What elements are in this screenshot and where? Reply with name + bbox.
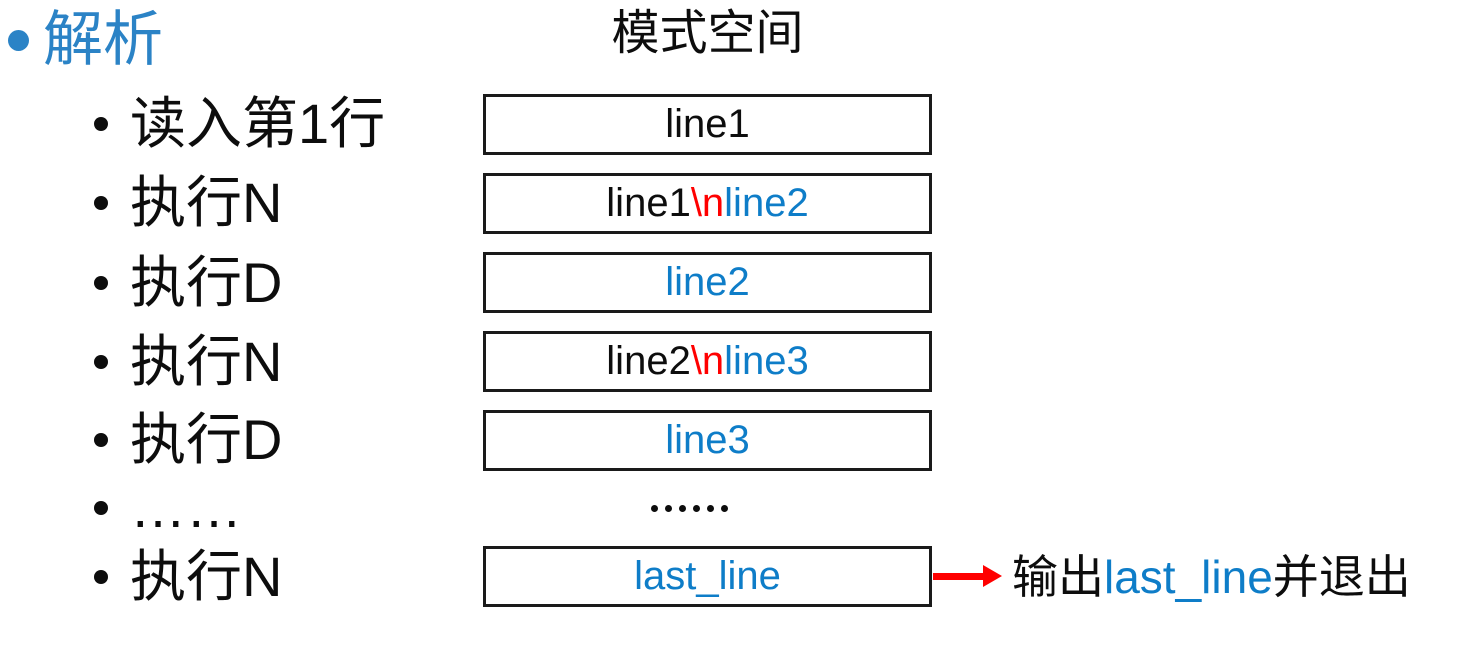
pattern-space-box-line3: line3 — [483, 410, 932, 471]
step-item-exec-n-2: 执行N — [94, 327, 282, 397]
output-note-suffix: 并退出 — [1272, 551, 1411, 603]
step-item-exec-n-1: 执行N — [94, 168, 282, 238]
ellipsis-dot-icon — [693, 505, 700, 512]
bullet-icon — [94, 276, 108, 290]
box-text-segment: \n — [690, 339, 725, 383]
box-text-segment: line1 — [665, 102, 750, 146]
bullet-icon — [94, 355, 108, 369]
box-text-segment: line2 — [665, 260, 750, 304]
pattern-space-header: 模式空间 — [611, 7, 804, 60]
step-item-read-line1: 读入第1行 — [94, 89, 385, 159]
bullet-icon — [94, 433, 108, 447]
ellipsis-dot-icon — [665, 505, 672, 512]
pattern-space-box-line2: line2 — [483, 252, 932, 313]
step-label: 执行N — [130, 171, 283, 235]
pattern-space-box-line1: line1 — [483, 94, 932, 155]
box-text-segment: \n — [690, 181, 725, 225]
bullet-icon — [94, 501, 108, 515]
box-text-segment: line2 — [606, 339, 691, 383]
pattern-space-box-last-line: last_line — [483, 546, 932, 607]
bullet-icon — [94, 196, 108, 210]
slide-title-row: 解析 — [8, 4, 163, 76]
step-item-exec-n-last: 执行N — [94, 542, 282, 612]
bullet-icon — [94, 117, 108, 131]
box-text-segment: line3 — [665, 418, 750, 462]
step-label: 执行D — [130, 408, 283, 472]
step-label: 读入第1行 — [130, 92, 386, 156]
box-text-segment: line3 — [724, 339, 809, 383]
arrow-head — [983, 565, 1002, 587]
ellipsis-dot-icon — [707, 505, 714, 512]
box-text-segment: line2 — [724, 181, 809, 225]
step-label: 执行N — [130, 330, 283, 394]
step-label: 执行D — [130, 251, 283, 315]
ellipsis-dots — [651, 505, 728, 512]
step-item-exec-d-1: 执行D — [94, 248, 282, 318]
step-item-exec-d-2: 执行D — [94, 405, 282, 475]
step-item-ellipsis: …… — [94, 473, 242, 543]
arrow-right-icon — [933, 565, 1002, 587]
output-note-prefix: 输出 — [1012, 551, 1104, 603]
output-note-highlight: last_line — [1104, 551, 1273, 603]
ellipsis-dot-icon — [679, 505, 686, 512]
output-note: 输出last_line并退出 — [1012, 546, 1411, 608]
slide-title: 解析 — [43, 6, 163, 73]
title-bullet-icon — [8, 29, 29, 51]
step-label: …… — [130, 476, 242, 540]
ellipsis-dot-icon — [651, 505, 658, 512]
arrow-shaft — [933, 572, 983, 580]
bullet-icon — [94, 570, 108, 584]
box-text-segment: line1 — [606, 181, 691, 225]
ellipsis-dot-icon — [721, 505, 728, 512]
step-label: 执行N — [130, 545, 283, 609]
box-text-segment: last_line — [634, 554, 781, 598]
